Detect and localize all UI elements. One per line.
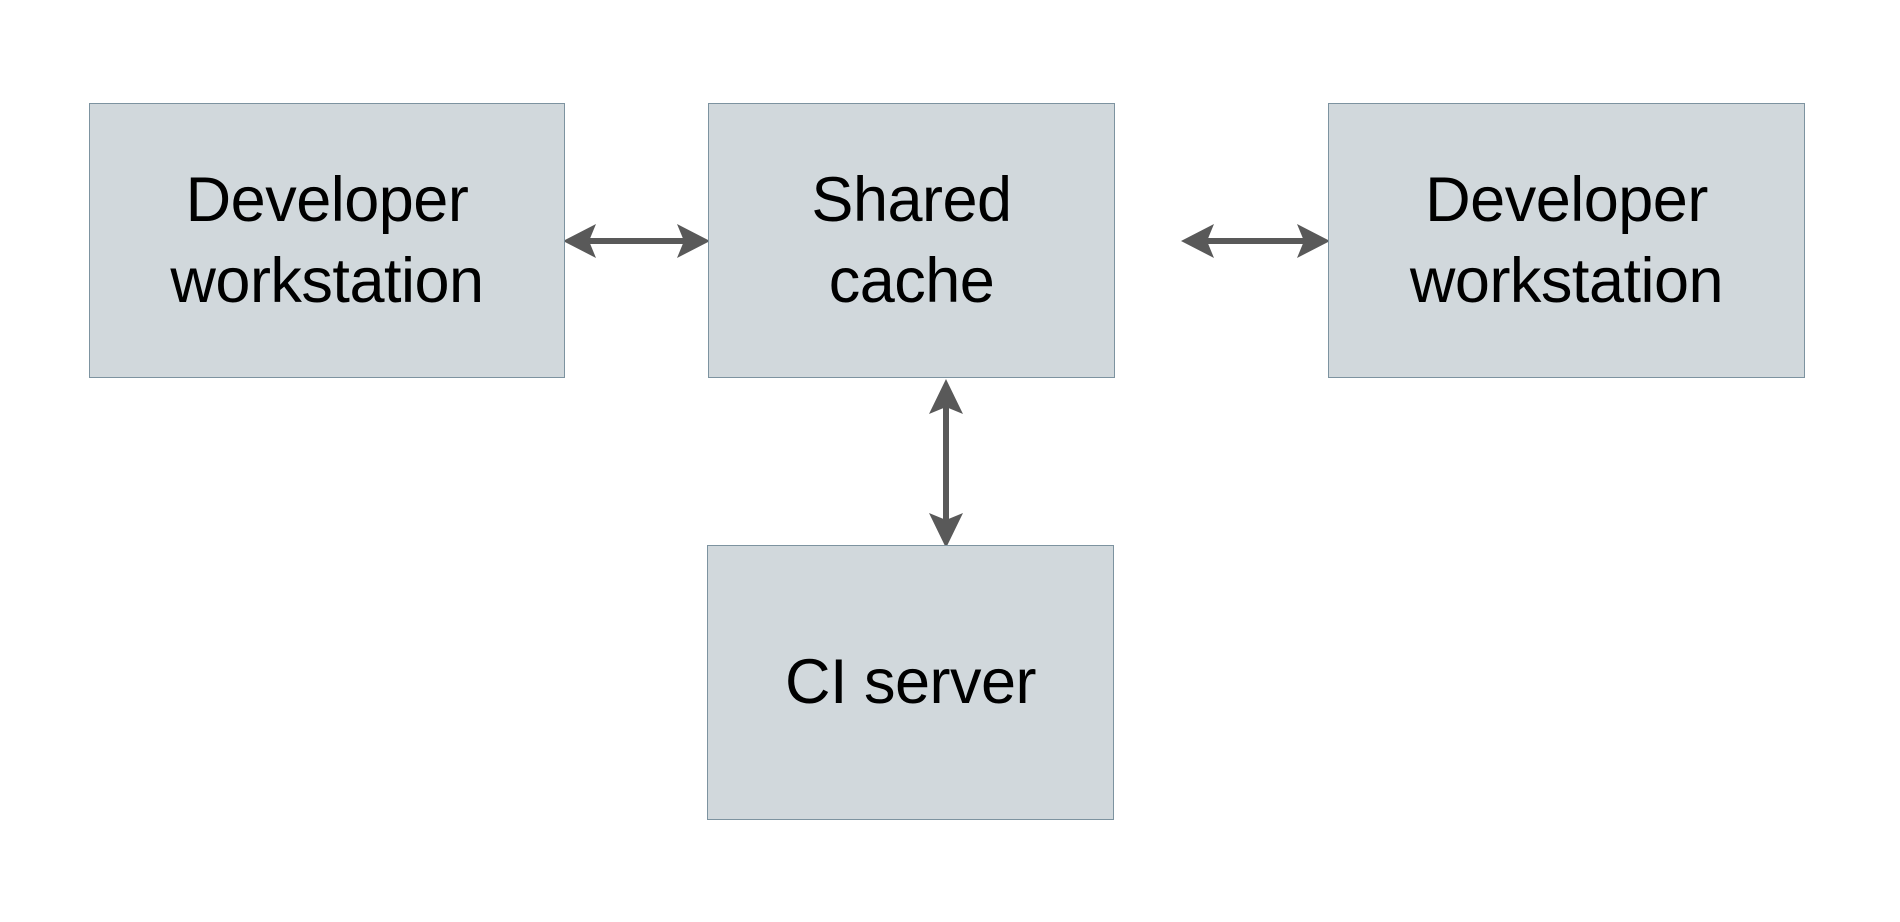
arrowhead-left-icon: [563, 224, 596, 258]
arrowhead-right-icon: [1297, 224, 1330, 258]
arrowhead-left-icon: [1181, 224, 1214, 258]
node-developer-workstation-left[interactable]: Developer workstation: [89, 103, 565, 378]
node-label: CI server: [784, 647, 1037, 718]
node-label: Shared cache: [811, 164, 1012, 316]
node-developer-workstation-right[interactable]: Developer workstation: [1328, 103, 1805, 378]
arrowhead-right-icon: [677, 224, 710, 258]
arrowhead-up-icon: [929, 379, 963, 414]
edge-dev-left-to-shared-cache: [560, 210, 713, 272]
node-ci-server[interactable]: CI server: [707, 545, 1114, 820]
arrowhead-down-icon: [929, 513, 963, 548]
node-label: Developer workstation: [1409, 164, 1724, 316]
edge-ci-server-to-shared-cache: [915, 374, 977, 551]
node-shared-cache[interactable]: Shared cache: [708, 103, 1115, 378]
edge-shared-cache-to-dev-right: [1110, 210, 1333, 272]
node-label: Developer workstation: [170, 164, 484, 316]
